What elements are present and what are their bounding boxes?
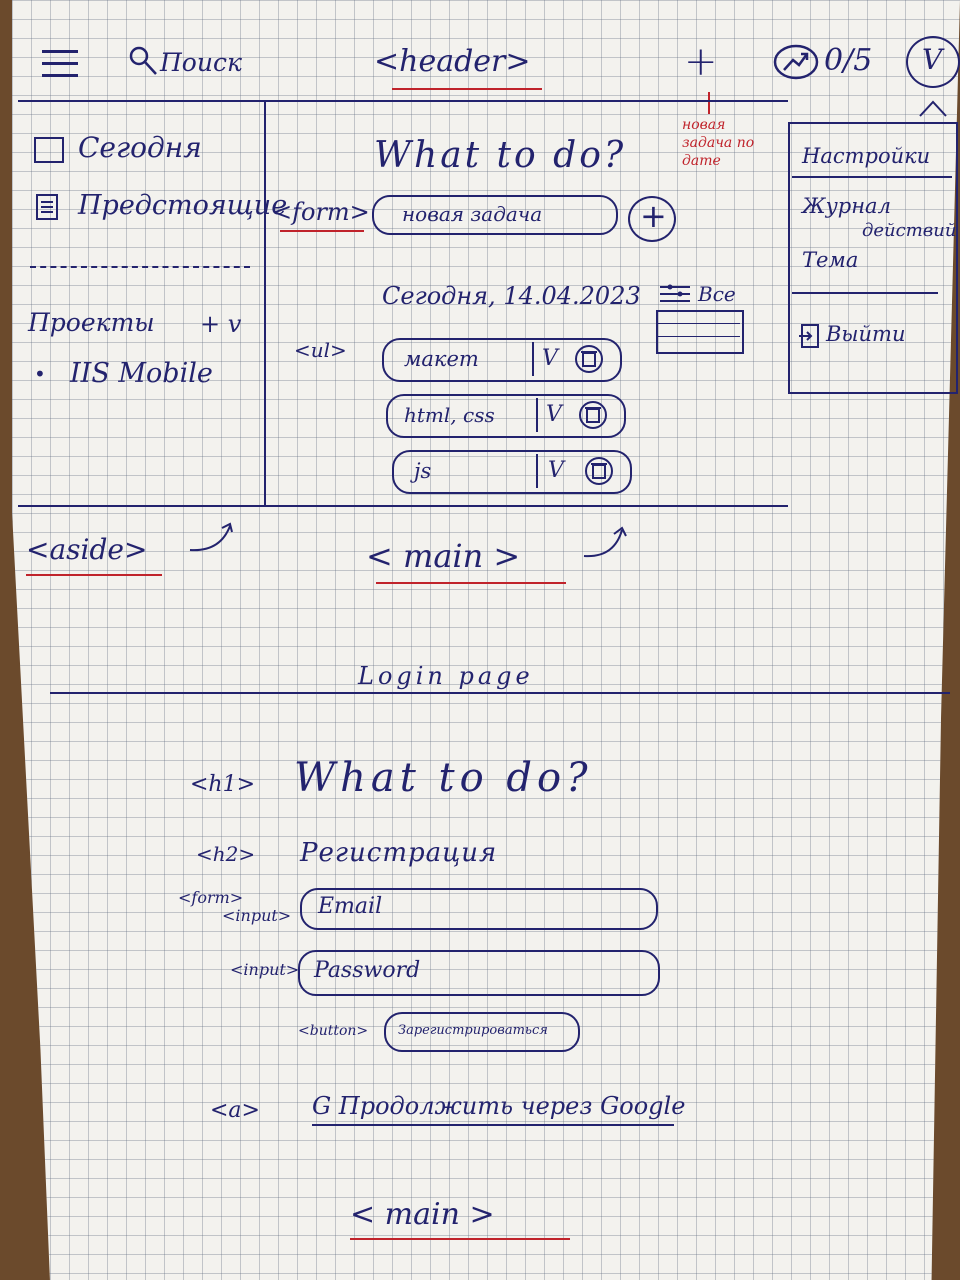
h1-tag: <h1> xyxy=(190,772,256,797)
menu-item-activity-log-cont: действий xyxy=(862,220,957,241)
add-task-plus-icon: + xyxy=(640,197,667,235)
task-item-separator xyxy=(536,454,538,488)
main-title: What to do? xyxy=(374,135,627,176)
login-subtitle: Регистрация xyxy=(300,838,498,868)
task-item-frame xyxy=(386,394,626,438)
sidebar-item-project[interactable]: IIS Mobile xyxy=(70,358,213,389)
trash-icon[interactable] xyxy=(578,400,608,430)
menu-item-theme[interactable]: Тема xyxy=(802,248,859,272)
menu-divider xyxy=(792,176,952,178)
checkbox-icon xyxy=(34,137,64,163)
task-list: макет V html, css V js V xyxy=(382,338,642,500)
filter-dropdown-line xyxy=(658,323,740,324)
main-tag: < main > xyxy=(366,537,521,575)
add-task-note: новая задача по дате xyxy=(682,117,755,169)
h2-tag: <h2> xyxy=(196,842,256,866)
bullet-icon: • xyxy=(34,362,46,386)
register-button[interactable] xyxy=(384,1012,580,1052)
hamburger-icon[interactable] xyxy=(42,48,78,78)
logout-icon xyxy=(799,324,819,348)
input-tag: <input> xyxy=(222,906,292,925)
complete-task-button[interactable]: V xyxy=(548,458,564,483)
projects-label: Проекты xyxy=(28,308,155,337)
menu-item-settings[interactable]: Настройки xyxy=(802,144,931,168)
menu-item-logout[interactable]: Выйти xyxy=(826,322,906,346)
search-label[interactable]: Поиск xyxy=(160,48,242,77)
progress-counter: 0/5 xyxy=(824,43,873,78)
task-item-label: js xyxy=(414,459,432,483)
login-section-divider xyxy=(50,692,950,694)
login-title: What to do? xyxy=(294,755,593,801)
login-main-tag: < main > xyxy=(350,1197,495,1232)
aside-tag: <aside> xyxy=(26,533,148,566)
sidebar-divider xyxy=(264,102,266,506)
email-placeholder: Email xyxy=(318,894,383,919)
user-menu-dropdown xyxy=(788,122,958,394)
curved-arrow-icon xyxy=(189,522,233,552)
google-link-underline xyxy=(312,1124,674,1126)
filter-dropdown-sketch xyxy=(656,310,744,354)
task-item-separator xyxy=(536,398,538,432)
login-section-title: Login page xyxy=(358,662,534,690)
aside-underline xyxy=(26,574,162,576)
filter-icon xyxy=(660,284,690,302)
password-placeholder: Password xyxy=(314,958,421,983)
email-field[interactable] xyxy=(300,888,658,930)
content-bottom-divider xyxy=(18,505,788,507)
sidebar-dashed-divider xyxy=(30,266,250,268)
list-item: html, css V xyxy=(386,394,626,438)
complete-task-button[interactable]: V xyxy=(546,402,562,427)
avatar-letter: V xyxy=(922,43,943,76)
menu-item-activity-log[interactable]: Журнал xyxy=(802,194,891,218)
task-item-separator xyxy=(532,342,534,376)
trash-icon[interactable] xyxy=(574,344,604,374)
header-divider xyxy=(18,100,788,102)
sidebar-item-upcoming[interactable]: Предстоящие xyxy=(78,190,288,221)
login-main-underline xyxy=(350,1238,570,1240)
header-tag: <header> xyxy=(374,44,531,79)
task-item-frame xyxy=(392,450,632,494)
avatar[interactable] xyxy=(906,36,960,88)
complete-task-button[interactable]: V xyxy=(542,346,558,371)
form-tag: <form> xyxy=(272,198,370,226)
date-label: Сегодня, 14.04.2023 xyxy=(382,282,641,310)
list-item: js V xyxy=(392,450,632,494)
task-item-label: html, css xyxy=(404,403,495,427)
curved-arrow-icon xyxy=(583,526,627,558)
add-task-button[interactable] xyxy=(628,196,676,242)
add-note-arrow xyxy=(708,92,710,114)
menu-divider xyxy=(792,292,938,294)
task-item-label: макет xyxy=(404,347,479,371)
new-task-placeholder: новая задача xyxy=(402,202,543,226)
calendar-icon xyxy=(36,194,58,220)
new-task-input[interactable] xyxy=(372,195,618,235)
sketch-paper xyxy=(12,0,960,1280)
plus-icon[interactable]: + xyxy=(684,39,718,85)
trend-icon xyxy=(773,44,819,80)
button-tag: <button> xyxy=(298,1023,369,1039)
header-underline xyxy=(392,88,542,90)
form-tag-underline xyxy=(280,230,364,232)
list-item: макет V xyxy=(382,338,622,382)
password-field[interactable] xyxy=(298,950,660,996)
register-button-label: Зарегистрироваться xyxy=(398,1023,548,1038)
filter-dropdown-line xyxy=(658,336,740,337)
google-login-link[interactable]: G Продолжить через Google xyxy=(312,1092,686,1120)
task-item-frame xyxy=(382,338,622,382)
a-tag: <a> xyxy=(210,1098,260,1123)
sidebar-item-today[interactable]: Сегодня xyxy=(78,131,202,164)
main-tag-underline xyxy=(376,582,566,584)
form-tag: <form> xyxy=(178,888,244,907)
chevron-up-icon xyxy=(919,100,947,117)
projects-controls[interactable]: + v xyxy=(200,310,242,338)
filter-label[interactable]: Все xyxy=(698,282,736,306)
input-tag: <input> xyxy=(230,960,300,979)
search-icon xyxy=(129,46,157,75)
trash-icon[interactable] xyxy=(584,456,614,486)
list-tag: <ul> xyxy=(294,338,347,362)
